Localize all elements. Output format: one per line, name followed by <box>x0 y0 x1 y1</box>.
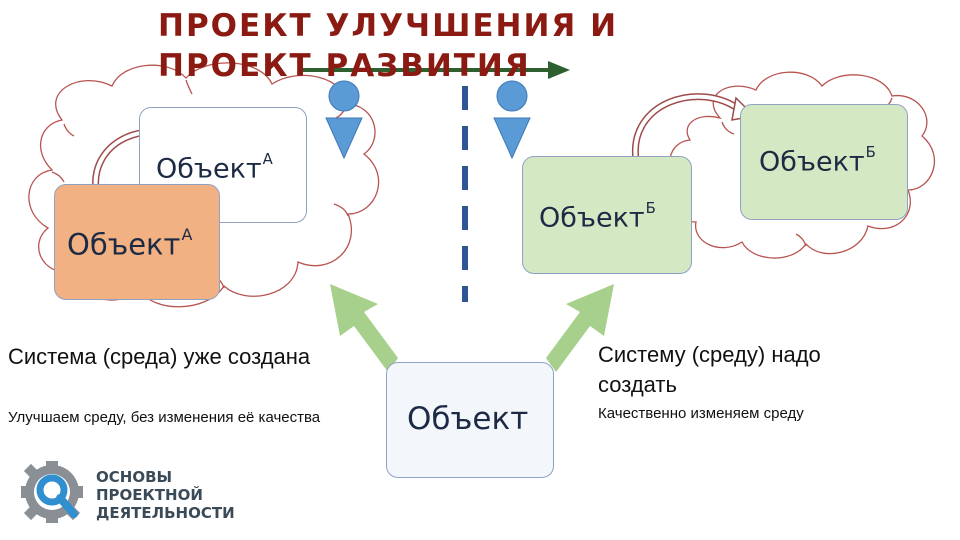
person-right-icon <box>493 80 531 160</box>
object-b-mid-box: ОбъектБ <box>522 156 692 274</box>
logo-line-3: ДЕЯТЕЛЬНОСТИ <box>96 504 235 522</box>
arrow-to-right <box>546 284 614 372</box>
left-subtext: Улучшаем среду, без изменения её качеств… <box>8 409 321 426</box>
title-line-1: ПРОЕКТ УЛУЧШЕНИЯ И <box>158 8 619 44</box>
person-left-icon <box>325 80 363 160</box>
object-center-label: Объект <box>407 401 529 437</box>
object-center-box: Объект <box>386 362 554 478</box>
object-a-front-box: ОбъектА <box>54 184 220 300</box>
curve-arrow-right <box>631 93 756 164</box>
page-title: ПРОЕКТ УЛУЧШЕНИЯ И ПРОЕКТ РАЗВИТИЯ <box>158 6 618 86</box>
title-line-2: ПРОЕКТ РАЗВИТИЯ <box>158 48 531 84</box>
arrow-to-left <box>330 284 398 372</box>
object-b-right-label: ОбъектБ <box>759 143 876 178</box>
logo-line-2: ПРОЕКТНОЙ <box>96 486 203 504</box>
right-heading: Систему (среду) надо создать <box>598 342 821 397</box>
object-b-right-box: ОбъектБ <box>740 104 908 220</box>
logo-text: ОСНОВЫ ПРОЕКТНОЙ ДЕЯТЕЛЬНОСТИ <box>96 468 235 522</box>
object-a-front-label: ОбъектА <box>67 225 193 262</box>
left-heading: Система (среда) уже создана <box>8 344 311 369</box>
top-arrow <box>300 61 570 79</box>
object-a-back-label: ОбъектА <box>156 150 273 185</box>
logo-line-1: ОСНОВЫ <box>96 468 173 486</box>
logo-icon <box>21 461 83 523</box>
right-subtext: Качественно изменяем среду <box>598 405 804 422</box>
object-b-mid-label: ОбъектБ <box>539 199 656 234</box>
